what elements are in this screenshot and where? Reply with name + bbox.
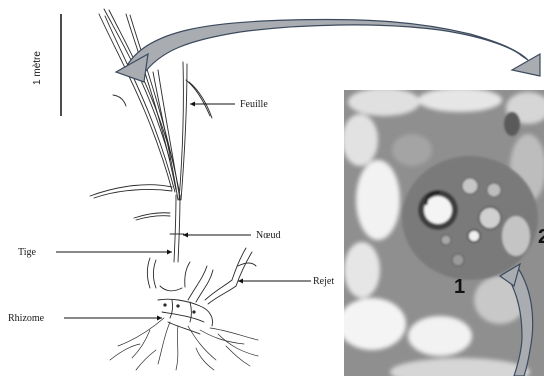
plant-illustration (90, 9, 258, 370)
label-rejet: Rejet (313, 276, 334, 287)
label-tige: Tige (18, 247, 37, 258)
micrograph-marker-1: 1 (454, 276, 465, 298)
plant-stem (170, 195, 184, 262)
scale-bar-label: 1 mètre (32, 51, 43, 85)
scale-bar: 1 mètre (32, 14, 61, 116)
pointer-rejet (238, 279, 311, 284)
label-feuille: Feuille (240, 99, 268, 110)
plant-roots (110, 318, 258, 370)
stem-cross-section-micrograph: 1 2 (338, 88, 544, 376)
pointer-rhizome (64, 316, 162, 321)
plant-offshoots (147, 248, 256, 304)
label-rhizome: Rhizome (8, 313, 45, 324)
micrograph-marker-2: 2 (538, 226, 544, 248)
plant-rhizome (158, 286, 213, 334)
label-noeud: Nœud (256, 230, 280, 241)
label-pointers (56, 102, 311, 321)
zoom-arrow-top-tail-head (512, 54, 540, 76)
zoom-arrow-top (116, 20, 540, 82)
pointer-feuille (190, 102, 235, 107)
pointer-noeud (183, 233, 251, 238)
pointer-tige (56, 250, 172, 255)
